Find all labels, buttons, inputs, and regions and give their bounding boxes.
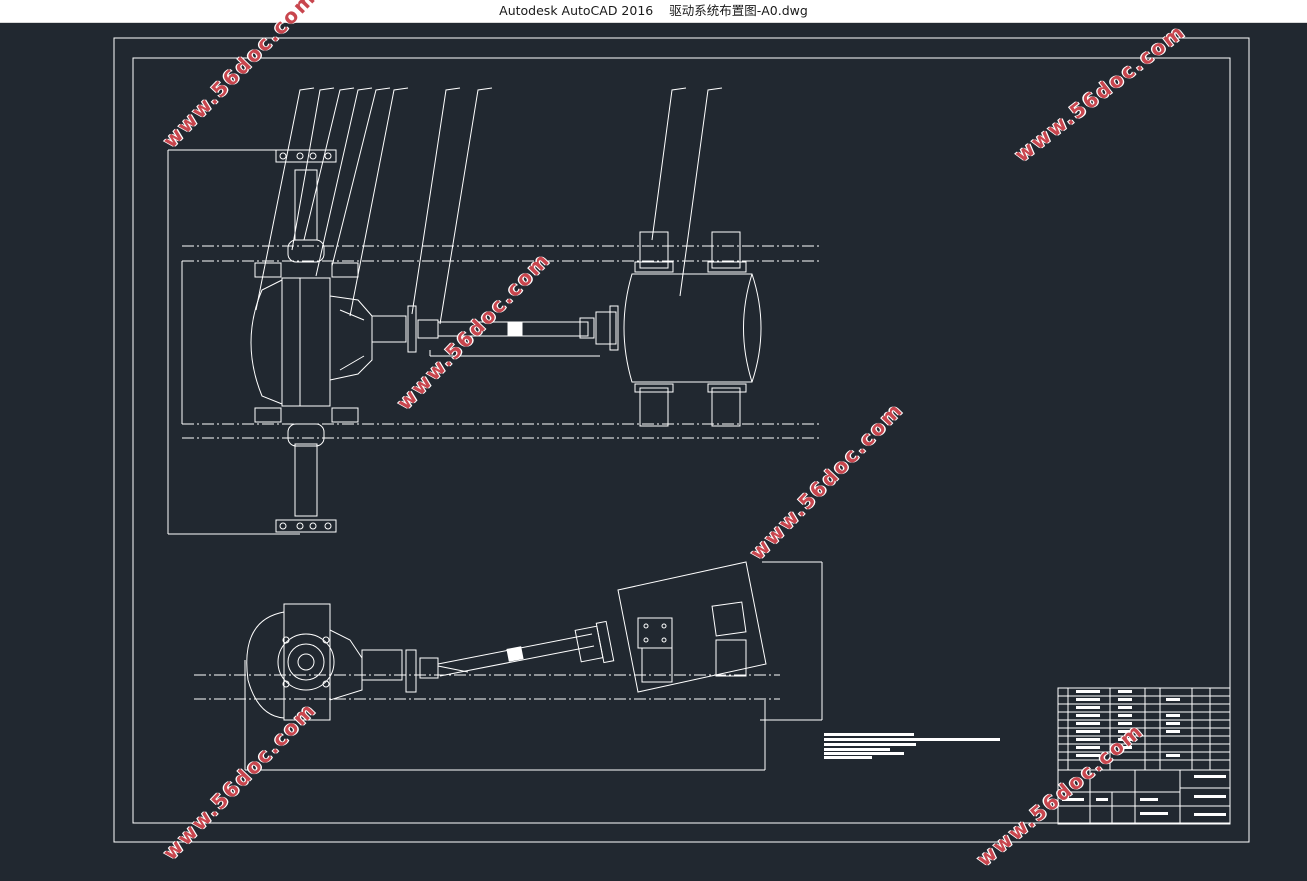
technical-notes [824, 733, 1000, 759]
top-view [167, 87, 820, 535]
title-block [1057, 687, 1231, 825]
app-name: Autodesk AutoCAD 2016 [499, 3, 654, 18]
side-view [194, 561, 823, 771]
cad-drawing[interactable] [0, 23, 1307, 881]
outer-border [113, 37, 1250, 843]
file-name: 驱动系统布置图-A0.dwg [669, 3, 808, 18]
inner-border [132, 57, 1231, 824]
window-titlebar: Autodesk AutoCAD 2016 驱动系统布置图-A0.dwg [0, 0, 1307, 23]
